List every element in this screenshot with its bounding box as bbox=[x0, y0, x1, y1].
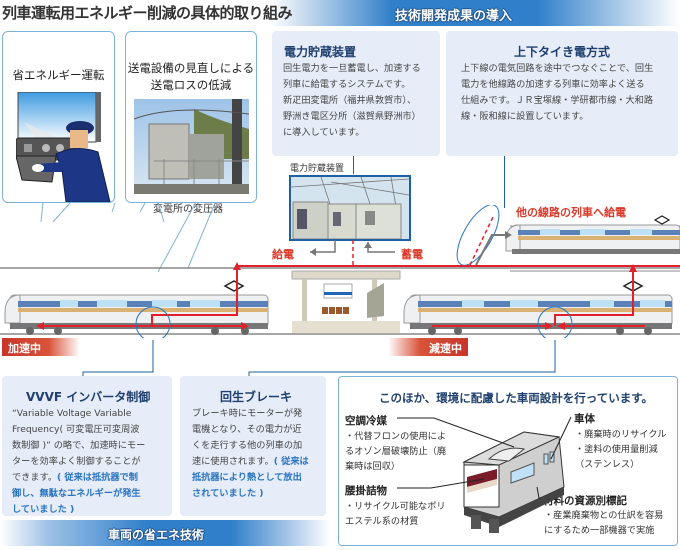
eco-item-body: ・リサイクル可能なポリ エステル系の材質 bbox=[345, 501, 446, 527]
train-other-line bbox=[456, 205, 680, 265]
eco-item-head: 空調冷媒 bbox=[345, 415, 387, 427]
storage-photo-label: 電力貯蔵装置 bbox=[290, 164, 345, 174]
vvvf-body: “Variable Voltage Variable Frequency( 可変… bbox=[12, 408, 146, 515]
train-decelerating bbox=[403, 264, 673, 338]
connector-lines bbox=[82, 340, 556, 378]
bubble-eco-driving: 省エネルギー運転 bbox=[2, 31, 115, 223]
train-accelerating bbox=[4, 262, 269, 338]
transmission-title-line1: 送電設備の見直しによる bbox=[127, 61, 255, 75]
bubble-transmission: 送電設備の見直しによる 送電ロスの低減 変電所の変圧器 bbox=[125, 31, 257, 273]
accelerating-tag: 加速中 bbox=[2, 338, 80, 356]
storage-title: 電力貯蔵装置 bbox=[284, 45, 357, 59]
eco-item-body: ・廃棄時のリサイクル ・塗料の使用量削減 （ステンレス） bbox=[575, 429, 667, 470]
transformer-caption: 変電所の変圧器 bbox=[153, 204, 223, 215]
storage-arrows bbox=[310, 240, 395, 268]
vvvf-title: VVVF インバータ制御 bbox=[26, 390, 151, 404]
eco-item-body: ・産業廃棄物との仕訳を容易 にするため一部機器で実施 bbox=[544, 510, 664, 536]
info-power-storage: 電力貯蔵装置 回生電力を一旦蓄電し、加速する 列車に給電するシステムです。 新疋… bbox=[272, 31, 440, 156]
info-regen-brake: 回生ブレーキ ブレーキ時にモーターが発 電機となり、その電力が近 くを走行する他… bbox=[180, 376, 326, 516]
regen-title: 回生ブレーキ bbox=[220, 390, 293, 404]
bubble-tail-line bbox=[111, 200, 240, 270]
transmission-title-line2: 送電ロスの低減 bbox=[150, 78, 232, 92]
eco-item-head: 車体 bbox=[574, 413, 595, 425]
storage-photo bbox=[289, 175, 411, 241]
bubble-tail bbox=[40, 201, 72, 223]
other-line-supply-label: 他の線路の列車へ給電 bbox=[516, 206, 626, 219]
connector-line bbox=[353, 156, 354, 174]
station-illustration bbox=[291, 270, 401, 333]
tie-title: 上下タイき電方式 bbox=[514, 45, 611, 59]
eco-item-body: ・代替フロンの使用によ るオゾン層破壊防止（廃 棄時は回収） bbox=[345, 431, 447, 472]
connector-line bbox=[504, 156, 505, 208]
eco-design-box: このほか、環境に配慮した車両設計を行っています。 空調冷媒 ・代替フロンの使用に… bbox=[338, 376, 678, 546]
section-title: 技術開発成果の導入 bbox=[395, 9, 513, 24]
driver-illustration bbox=[16, 92, 111, 202]
info-vvvf: VVVF インバータ制御 “Variable Voltage Variable … bbox=[2, 376, 172, 516]
storage-body: 回生電力を一旦蓄電し、加速する 列車に給電するシステムです。 新疋田変電所（福井… bbox=[283, 63, 421, 138]
decelerating-tag: 減速中 bbox=[388, 338, 468, 356]
page-title: 列車運転用エネルギー削減の具体的取り組み bbox=[2, 4, 293, 22]
eco-driving-title: 省エネルギー運転 bbox=[12, 68, 105, 82]
footer-bar bbox=[0, 520, 330, 546]
eco-design-title: このほか、環境に配慮した車両設計を行っています。 bbox=[379, 391, 654, 405]
eco-item-head: 材料の資源別標記 bbox=[543, 495, 627, 507]
eco-item-head: 腰掛詰物 bbox=[345, 485, 387, 497]
tie-body: 上下線の電気回路を途中でつなぐことで、回生 電力を他線路の加速する列車に効率よく… bbox=[461, 63, 654, 122]
info-tie-feeding: 上下タイき電方式 上下線の電気回路を途中でつなぐことで、回生 電力を他線路の加速… bbox=[446, 31, 678, 156]
train-diagram bbox=[0, 225, 680, 338]
section-header-bar bbox=[270, 0, 680, 26]
transformer-photo bbox=[134, 99, 249, 194]
supply-label: 給電 bbox=[272, 248, 294, 261]
bubble-tail bbox=[157, 201, 197, 273]
footer-title: 車両の省エネ技術 bbox=[108, 528, 205, 542]
regen-body: ブレーキ時にモーターが発 電機となり、その電力が近 くを走行する他の列車の加 速… bbox=[192, 408, 309, 499]
charge-label: 蓄電 bbox=[401, 248, 423, 261]
